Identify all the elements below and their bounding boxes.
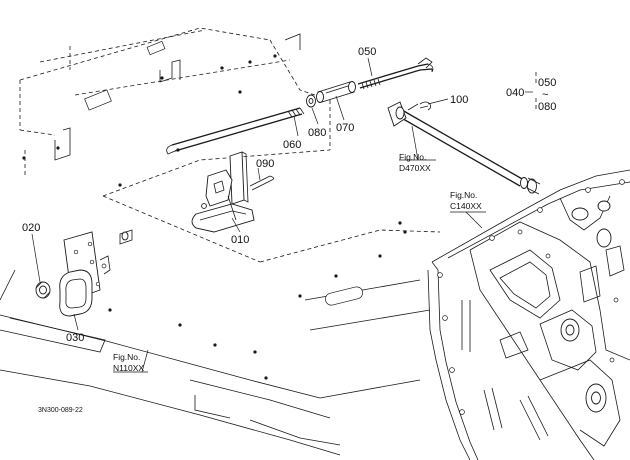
fig-ref-number: N110XX — [113, 363, 144, 373]
shaft-100 — [387, 101, 541, 195]
nut-080 — [306, 94, 316, 108]
group-range: 040 050 ~ 080 — [506, 72, 556, 113]
label-020: 020 — [22, 222, 40, 234]
fig-ref-caption: Fig.No. — [399, 152, 426, 162]
fig-ref-caption: Fig.No. — [450, 190, 477, 200]
floor-plate — [0, 269, 431, 456]
floor-panel — [19, 27, 441, 263]
pedal-010 — [191, 151, 255, 233]
pin-090 — [249, 175, 274, 191]
bush-020 — [35, 281, 51, 299]
turnbuckle-070 — [316, 81, 356, 103]
floor-slot-holes — [22, 40, 407, 380]
label-050: 050 — [358, 46, 376, 58]
fig-ref-caption: Fig.No. — [113, 352, 140, 362]
fig-ref-number: D470XX — [399, 163, 431, 173]
fig-ref-number: C140XX — [450, 201, 482, 211]
label-100: 100 — [450, 94, 468, 106]
rod-050 — [357, 57, 434, 90]
label-060: 060 — [283, 139, 301, 151]
pad-030 — [59, 269, 93, 317]
drawing-code: 3N300-089-22 — [38, 407, 83, 414]
label-090: 090 — [256, 158, 274, 170]
group-range-sep: ~ — [542, 89, 548, 101]
leader-lines — [31, 57, 533, 373]
label-010: 010 — [231, 234, 249, 246]
transmission-case — [427, 169, 630, 460]
group-range-end: 080 — [538, 101, 556, 113]
rod-060 — [166, 107, 305, 155]
label-030: 030 — [66, 332, 84, 344]
group-range-start: 050 — [538, 77, 556, 89]
group-parent-label: 040 — [506, 87, 524, 99]
part-labels: 010 020 030 050 060 070 080 090 100 — [22, 46, 468, 344]
fig-ref-c140xx: Fig.No. C140XX — [450, 190, 482, 211]
fig-ref-n110xx: Fig.No. N110XX — [113, 352, 144, 373]
label-070: 070 — [336, 122, 354, 134]
label-080: 080 — [308, 127, 326, 139]
floor-brackets — [54, 33, 301, 161]
fig-ref-d470xx: Fig.No. D470XX — [399, 152, 431, 173]
